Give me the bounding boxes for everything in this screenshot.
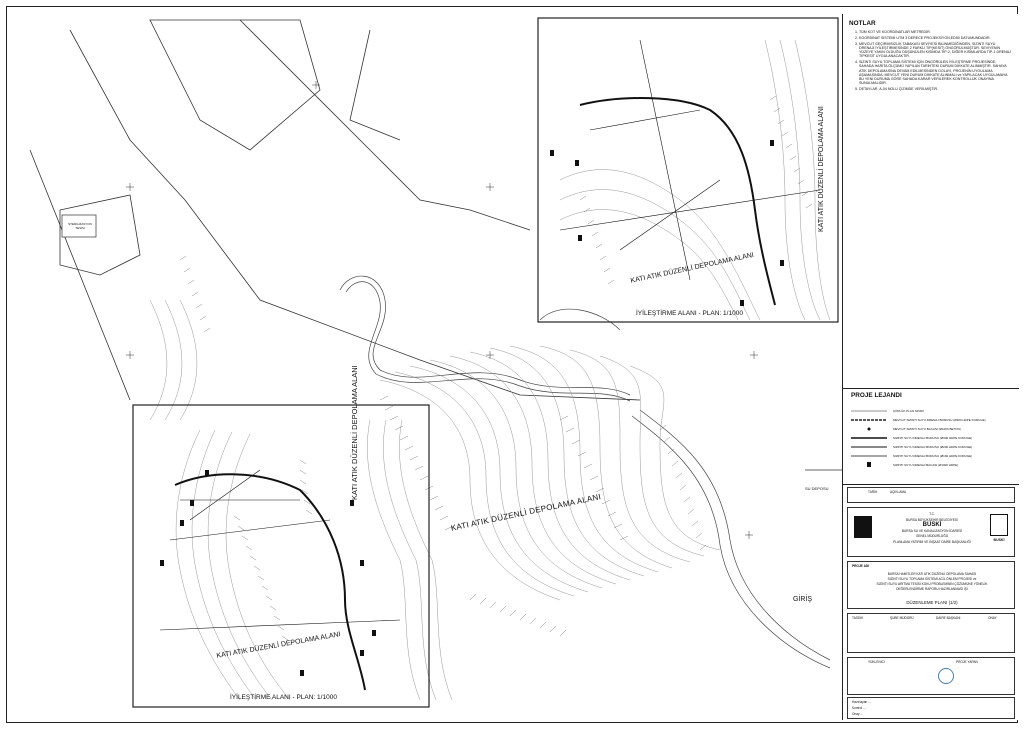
project-line: DEĞERLENDİRME RAPORU HAZIRLANMASI İŞİ: [896, 587, 968, 591]
contractor-header: YÜKLENİCİ: [868, 660, 885, 664]
project-line: SIZINTI SUYU TOPLAMA SİSTEMİ ACİL ÖNLEM …: [887, 577, 977, 581]
note-item: SIZINTI SUYU TOPLAMA SİSTEMİ İÇİN ÖNGÖRÜ…: [859, 60, 1011, 85]
buski-logo-icon: [990, 514, 1008, 536]
buski-logo-text: BUSKİ: [993, 538, 1005, 542]
notes-list: TÜM KOT VE KOORDİNATLAR METREDİR. KOORDİ…: [849, 30, 1011, 91]
project-lines: BURSA HAMİTLER KATI ATIK DÜZENLİ DEPOLAM…: [856, 572, 1008, 592]
annotation-markers: [160, 140, 784, 676]
drawing-title: DÜZENLEME PLANI (1/2): [906, 600, 958, 605]
sign-row: Onay ...: [852, 712, 863, 716]
note-item: TÜM KOT VE KOORDİNATLAR METREDİR.: [859, 30, 1011, 34]
building-label: STERİLİZASYON TESİSİ: [68, 222, 92, 230]
rev-header-desc: AÇIKLAMA: [890, 490, 907, 494]
legend-item: ÇÖPLÜK PLAN SINIRI: [893, 409, 924, 413]
title-block: TARİH AÇIKLAMA BUSKİ T.C. BURSA BÜYÜKŞEH…: [843, 484, 1019, 721]
project-name-block: PROJE ADI BURSA HAMİTLER KATI ATIK DÜZEN…: [847, 561, 1015, 609]
sign-row: Hazırlayan ...: [852, 700, 871, 704]
bottom-plan-frame: [132, 404, 430, 708]
top-area-label-rotated: KATI ATIK DÜZENLİ DEPOLAMA ALANI: [818, 106, 825, 232]
main-area-label-rotated: KATI ATIK DÜZENLİ DEPOLAMA ALANI: [350, 365, 359, 500]
sign-name: ...: [863, 706, 866, 710]
approval-header: DAİRE BAŞKANI: [936, 616, 961, 620]
owner-line: BURSA BÜYÜKŞEHİR BELEDİYESİ: [906, 517, 958, 522]
top-plan-title: İYİLEŞTİRME ALANI - PLAN: 1/1000: [636, 310, 743, 317]
top-plan-frame: [537, 17, 839, 323]
su-deposu-label: SU DEPOSU: [805, 486, 829, 491]
top-plan-hatches: [579, 95, 813, 285]
grid-crosses: [126, 81, 758, 539]
approval-block: TASDİK ŞUBE MÜDÜRÜ DAİRE BAŞKANI ONAY: [847, 613, 1015, 653]
bursa-logo-icon: [854, 516, 872, 538]
legend-item: SIZINTI SUYU DRENAJ BACASI (Ø1000 HDPE): [893, 463, 959, 467]
owner-block: BUSKİ T.C. BURSA BÜYÜKŞEHİR BELEDİYESİ B…: [847, 507, 1015, 557]
project-line: BURSA HAMİTLER KATI ATIK DÜZENLİ DEPOLAM…: [887, 572, 977, 576]
legend-item: MEVCUT SIZINTI SUYU DRENAJ BORUSU (Ø300 …: [893, 418, 986, 422]
contractor-block: YÜKLENİCİ PROJE YAPAN: [847, 657, 1015, 695]
sign-role: Kontrol: [852, 706, 863, 710]
notes-block: NOTLAR TÜM KOT VE KOORDİNATLAR METREDİR.…: [849, 20, 1011, 93]
legend-symbols: [851, 410, 887, 467]
top-plan-contours: [559, 39, 831, 321]
sign-role: Hazırlayan: [852, 700, 868, 704]
revision-table: TARİH AÇIKLAMA: [847, 487, 1015, 503]
hatch-marks: [179, 255, 707, 641]
approval-header: ŞUBE MÜDÜRÜ: [890, 616, 914, 620]
legend-heading: PROJE LEJANDI: [851, 392, 902, 399]
bottom-plan-pipes: [159, 469, 401, 691]
approval-header: TASDİK: [852, 616, 864, 620]
top-plan-pipes: [559, 39, 821, 306]
owner-lines: T.C. BURSA BÜYÜKŞEHİR BELEDİYESİ BUSKİ B…: [878, 512, 986, 546]
sign-role: Onay: [852, 712, 860, 716]
right-info-panel: NOTLAR TÜM KOT VE KOORDİNATLAR METREDİR.…: [842, 14, 1019, 721]
owner-line: PLANLAMA YATIRIM VE İNŞAAT DAİRE BAŞKANL…: [893, 539, 971, 544]
legend-item: SIZINTI SUYU DRENAJ BORUSU (Ø200 HDPE KO…: [893, 445, 973, 449]
signature-table: Hazırlayan ... Kontrol ... Onay ...: [847, 697, 1015, 719]
owner-line: T.C.: [929, 512, 935, 516]
company-logo-icon: [938, 668, 954, 684]
legend-block: PROJE LEJANDI ÇÖPLÜK PLAN SINIRI MEVCUT …: [843, 388, 1019, 479]
note-item: MEVCUT GEÇİRİMSİZLİK TABAKASI SEVİYESİ B…: [859, 42, 1011, 59]
legend-item: SIZINTI SUYU DRENAJ BORUSU (Ø300 HDPE KO…: [893, 436, 973, 440]
note-item: KOORDİNAT SİSTEMİ UTM 3 DERECE PROJEKSİY…: [859, 36, 1011, 40]
rev-header-date: TARİH: [868, 490, 878, 494]
legend-item: SIZINTI SUYU DRENAJ BORUSU (Ø160 HDPE KO…: [893, 454, 973, 458]
owner-line: BUSKİ: [922, 522, 942, 529]
sign-name: ...: [868, 700, 871, 704]
notes-heading: NOTLAR: [849, 20, 876, 27]
sign-row: Kontrol ...: [852, 706, 866, 710]
sign-name: ...: [860, 712, 864, 716]
owner-line: BURSA SU VE KANALİZASYON İDARESİ: [901, 528, 963, 533]
contour-lines: [149, 299, 721, 701]
project-line: SIZINTI SUYU ARITMA TESİSİ KOKU PROBLEMİ…: [876, 582, 988, 586]
road-lines: [339, 275, 831, 669]
note-item: DETAYLAR, A-04 NOLU ÇİZİMDE VERİLMİŞTİR.: [859, 87, 1011, 91]
site-boundary-lines: [29, 19, 842, 471]
entry-label: GİRİŞ: [793, 596, 813, 603]
approval-header: ONAY: [988, 616, 997, 620]
bottom-plan-title: İYİLEŞTİRME ALANI - PLAN: 1/1000: [230, 694, 337, 701]
project-heading: PROJE ADI: [852, 564, 870, 568]
contractor-header: PROJE YAPAN: [956, 660, 978, 664]
building-box: [61, 214, 97, 238]
legend-item: MEVCUT SIZINTI SUYU BACASI (Ø1000 BETON): [893, 427, 961, 431]
owner-line: GENEL MÜDÜRLÜĞÜ: [915, 534, 949, 539]
